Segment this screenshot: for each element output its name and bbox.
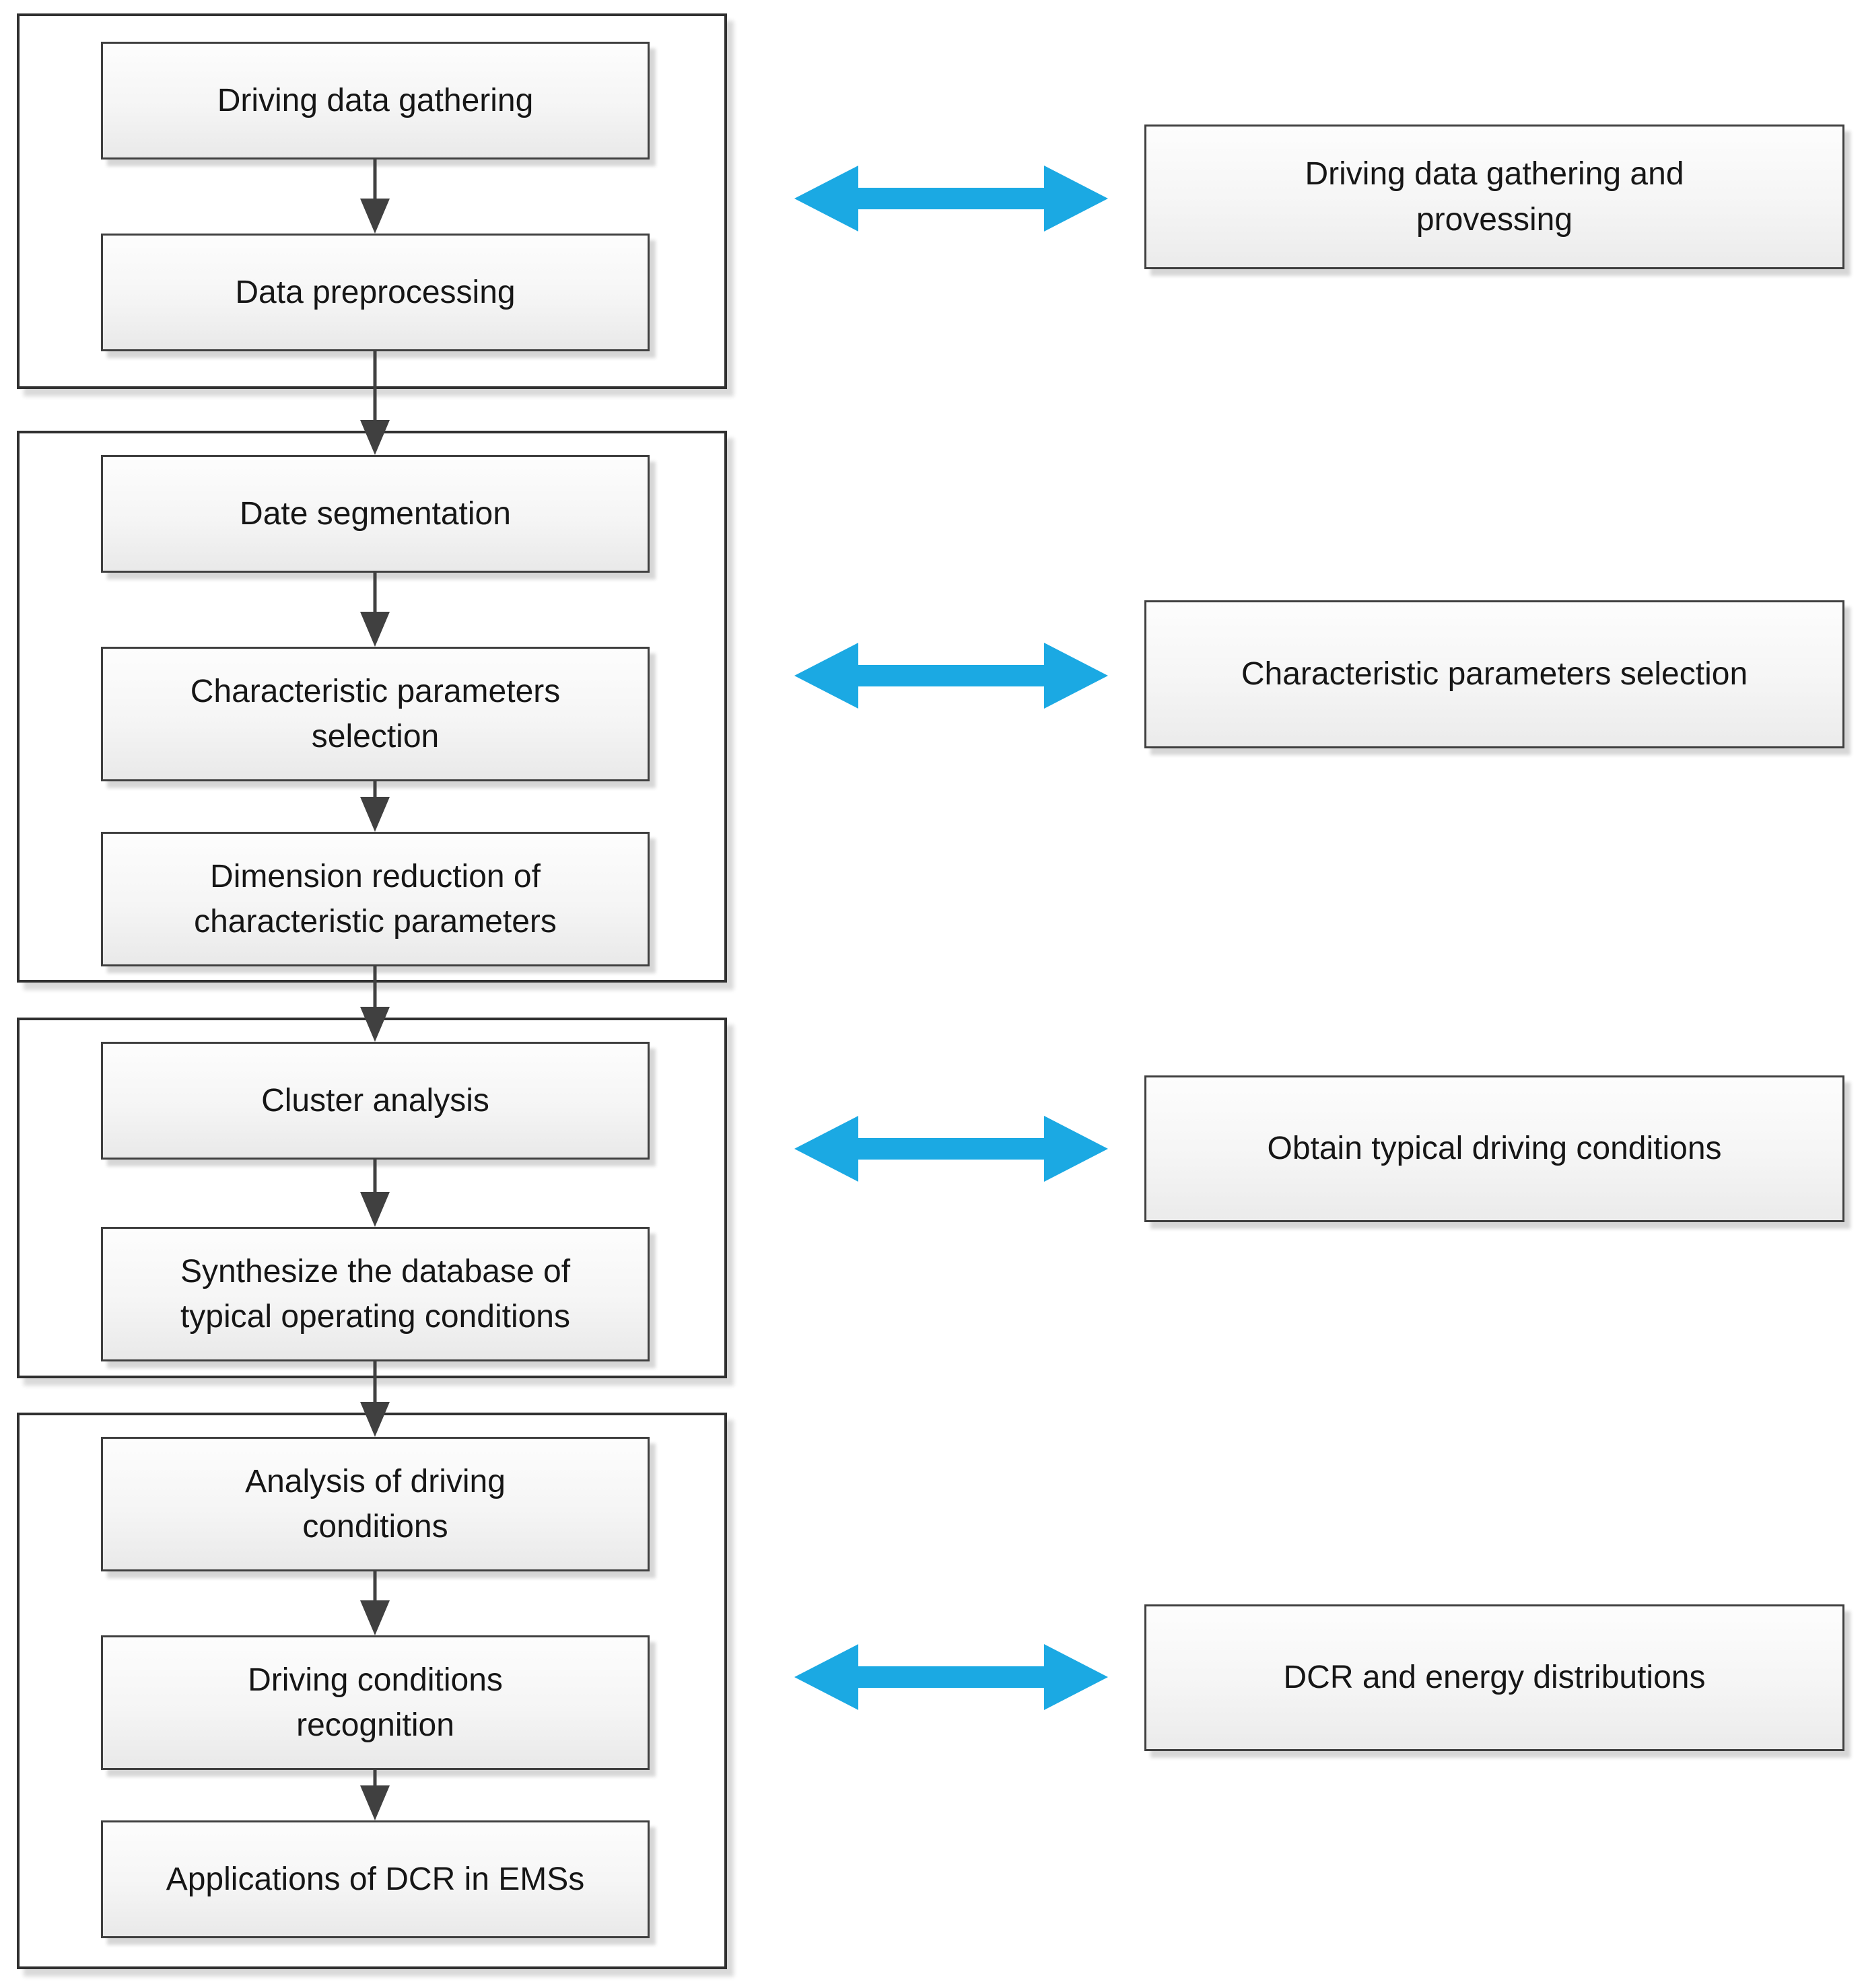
flow-step-label: Cluster analysis xyxy=(261,1082,489,1119)
double-arrow-icon xyxy=(793,1640,1109,1714)
flow-step-label: Analysis of driving conditions xyxy=(245,1463,506,1545)
flow-step-date-segmentation: Date segmentation xyxy=(101,455,650,573)
summary-label: DCR and energy distributions xyxy=(1283,1660,1706,1696)
down-arrow-icon xyxy=(360,966,390,1042)
double-arrow-icon xyxy=(793,1112,1109,1186)
double-arrow-icon xyxy=(793,639,1109,713)
summary-label: Obtain typical driving conditions xyxy=(1267,1131,1722,1167)
flow-step-synthesize-database: Synthesize the database of typical opera… xyxy=(101,1227,650,1361)
down-arrow-icon xyxy=(360,1571,390,1635)
summary-box-characteristic-parameters: Characteristic parameters selection xyxy=(1144,600,1844,748)
double-arrow-shape xyxy=(794,1644,1108,1710)
down-arrow-icon xyxy=(360,159,390,234)
double-arrow-shape xyxy=(794,1116,1108,1182)
flow-step-dimension-reduction: Dimension reduction of characteristic pa… xyxy=(101,832,650,966)
down-arrow-icon xyxy=(360,351,390,455)
summary-box-typical-conditions: Obtain typical driving conditions xyxy=(1144,1075,1844,1222)
flow-step-label: Driving conditions recognition xyxy=(248,1662,503,1743)
flow-step-analysis-of-driving-conditions: Analysis of driving conditions xyxy=(101,1437,650,1571)
flow-step-cluster-analysis: Cluster analysis xyxy=(101,1042,650,1160)
down-arrow-icon xyxy=(360,1770,390,1820)
flow-step-label: Dimension reduction of characteristic pa… xyxy=(194,858,557,939)
summary-box-dcr-energy: DCR and energy distributions xyxy=(1144,1604,1844,1751)
summary-label: Characteristic parameters selection xyxy=(1241,656,1748,693)
down-arrow-icon xyxy=(360,1361,390,1437)
down-arrow-icon xyxy=(360,781,390,832)
flow-step-label: Synthesize the database of typical opera… xyxy=(180,1253,571,1335)
down-arrow-icon xyxy=(360,1160,390,1227)
double-arrow-icon xyxy=(793,162,1109,236)
flow-step-label: Date segmentation xyxy=(240,495,511,532)
flow-step-label: Applications of DCR in EMSs xyxy=(166,1861,585,1897)
flow-step-characteristic-parameters-selection: Characteristic parameters selection xyxy=(101,647,650,781)
double-arrow-shape xyxy=(794,643,1108,709)
flow-step-data-preprocessing: Data preprocessing xyxy=(101,234,650,351)
flow-step-driving-data-gathering: Driving data gathering xyxy=(101,42,650,159)
double-arrow-shape xyxy=(794,166,1108,232)
summary-box-driving-data: Driving data gathering and provessing xyxy=(1144,125,1844,269)
flow-step-label: Driving data gathering xyxy=(217,82,534,118)
flow-step-applications-of-dcr: Applications of DCR in EMSs xyxy=(101,1820,650,1938)
flow-step-label: Data preprocessing xyxy=(235,274,516,310)
summary-label: Driving data gathering and provessing xyxy=(1305,156,1684,238)
flow-step-label: Characteristic parameters selection xyxy=(190,673,561,754)
flow-step-driving-conditions-recognition: Driving conditions recognition xyxy=(101,1635,650,1770)
down-arrow-icon xyxy=(360,573,390,647)
